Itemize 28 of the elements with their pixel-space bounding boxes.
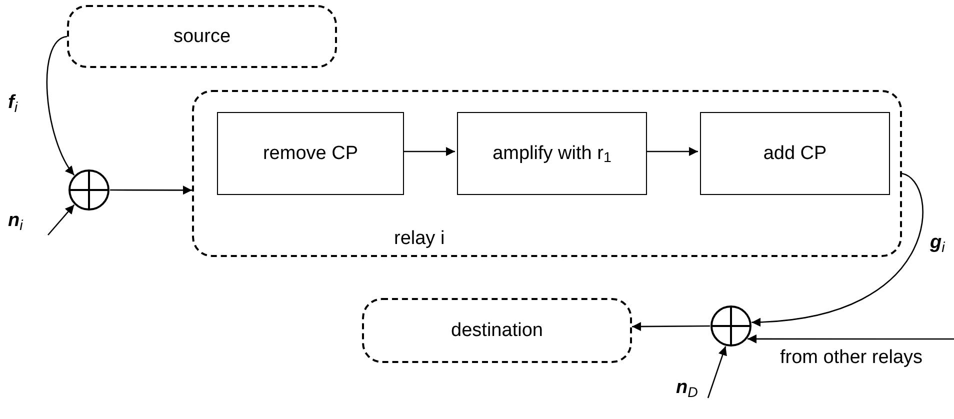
- arrow: [48, 204, 75, 236]
- edge-label: n$_{D}$: [676, 377, 698, 400]
- process-box: [67, 5, 337, 68]
- edge-label: g$_{i}$: [930, 232, 945, 255]
- adder-circle: [68, 169, 110, 211]
- arrow: [752, 172, 924, 326]
- group-label: relay i: [394, 227, 445, 251]
- arrow: [707, 346, 727, 398]
- arrow: [632, 322, 710, 332]
- process-box: [700, 112, 890, 195]
- edge-label: f$_{i}$: [8, 92, 18, 115]
- arrow: [645, 147, 698, 156]
- box-label: destination: [450, 318, 544, 342]
- edge-label: n$_{i}$: [8, 210, 23, 233]
- box-label: amplify with r$_{1}$: [492, 142, 612, 166]
- arrow: [46, 36, 75, 176]
- process-box: [362, 298, 632, 363]
- arrow: [402, 147, 455, 156]
- edge-label: from other relays: [780, 347, 923, 370]
- process-box: [457, 112, 647, 195]
- arrow: [110, 186, 192, 195]
- adder-circle: [710, 305, 752, 347]
- box-label: add CP: [762, 142, 828, 166]
- group-box: [192, 90, 902, 257]
- box-label: source: [172, 24, 232, 48]
- box-label: remove CP: [262, 142, 360, 166]
- process-box: [217, 112, 404, 195]
- arrow: [748, 334, 954, 344]
